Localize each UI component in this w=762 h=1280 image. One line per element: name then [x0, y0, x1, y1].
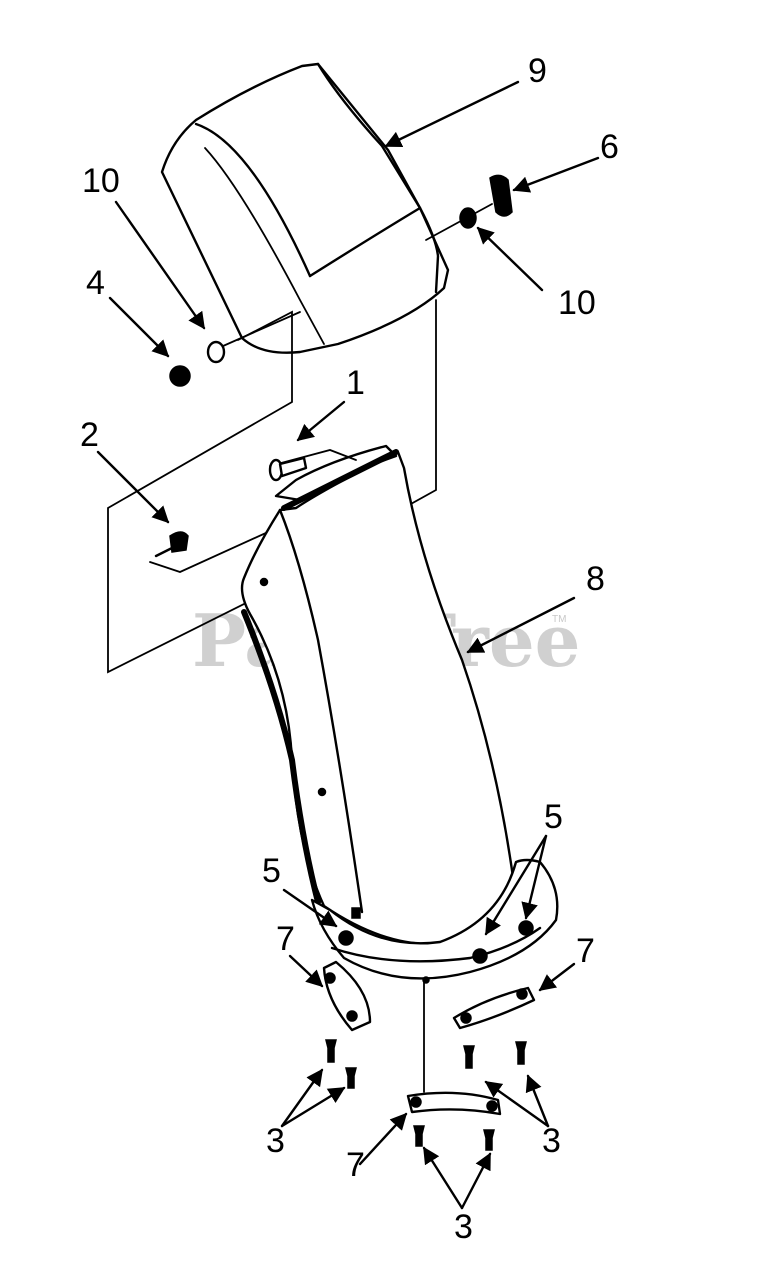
callout-3-right: 3 — [542, 1122, 561, 1160]
part-8-chute — [240, 444, 522, 946]
part-2-bolt — [154, 531, 189, 558]
part-1-carriage-bolt — [268, 456, 308, 482]
part-7-keepers — [322, 960, 536, 1116]
callout-3-bottom: 3 — [454, 1208, 473, 1246]
callout-3-left: 3 — [266, 1122, 285, 1160]
part-3-screws — [325, 1039, 527, 1151]
callout-4: 4 — [86, 264, 105, 302]
callout-7-bottom: 7 — [346, 1146, 365, 1184]
callout-9: 9 — [528, 52, 547, 90]
callout-labels: 9 6 10 10 4 1 2 8 5 5 7 7 7 3 3 3 — [80, 52, 619, 1246]
part-10-washer-right — [459, 207, 477, 229]
callout-1: 1 — [346, 364, 365, 402]
callout-6: 6 — [600, 128, 619, 166]
callout-7-left: 7 — [276, 920, 295, 958]
part-6-knob — [489, 174, 513, 217]
callout-2: 2 — [80, 416, 99, 454]
watermark-trademark: TM — [552, 614, 566, 625]
part-4-nut — [169, 365, 191, 387]
callout-7-right: 7 — [576, 932, 595, 970]
callout-arrows — [96, 80, 600, 1210]
part-10-washer-left — [206, 340, 226, 364]
chute-ring — [310, 858, 559, 984]
callout-10-right: 10 — [558, 284, 596, 322]
hardware — [154, 174, 513, 558]
callout-10-left: 10 — [82, 162, 120, 200]
callout-8: 8 — [586, 560, 605, 598]
callout-5-left: 5 — [262, 852, 281, 890]
part-9-deflector — [160, 62, 450, 354]
callout-5-right: 5 — [544, 798, 563, 836]
